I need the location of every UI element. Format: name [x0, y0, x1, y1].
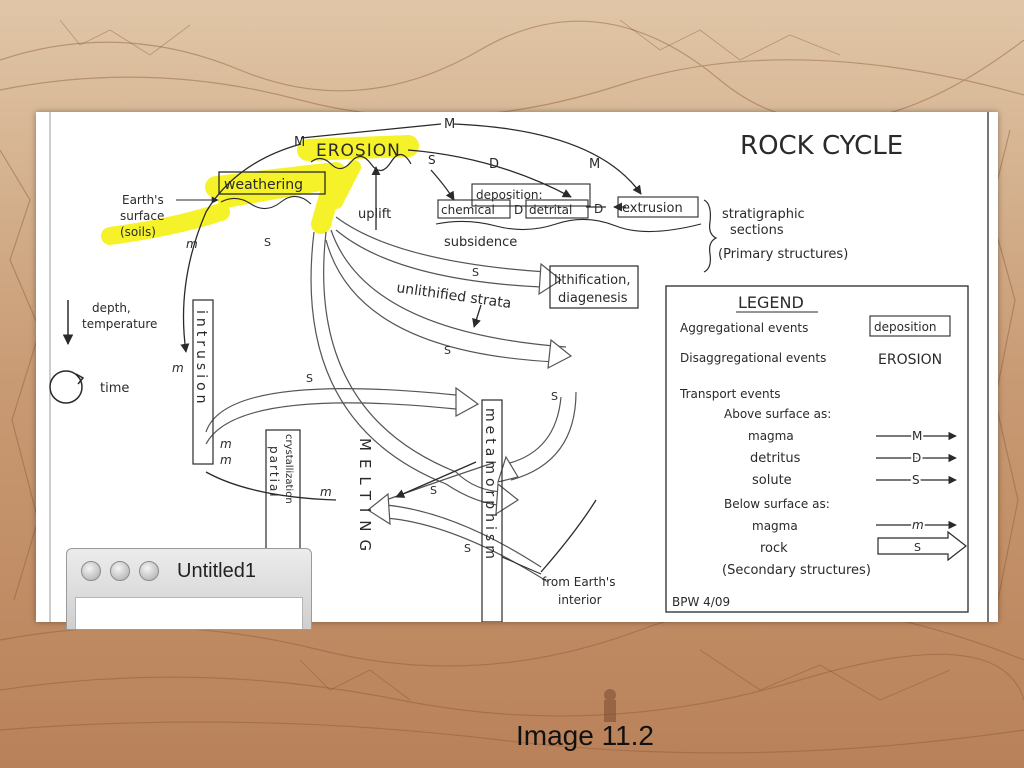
cycle-paths	[180, 123, 642, 573]
minimize-window-icon[interactable]	[110, 561, 130, 581]
arrow-m-melting: m	[320, 485, 332, 499]
legend-box	[665, 285, 969, 613]
rock-cycle-diagram: ROCK CYCLE EROSION weathering Earth's su…	[36, 112, 998, 622]
arrow-m-lower-left: m	[186, 237, 198, 251]
arrow-m-crystal-2: m	[220, 453, 232, 467]
legend-erosion: EROSION	[878, 352, 942, 368]
legend-magma-letter: M	[912, 429, 922, 443]
arrow-d-chemical: D	[514, 203, 523, 217]
arrow-s-4: S	[306, 372, 313, 385]
untitled-window[interactable]: Untitled1	[66, 548, 312, 630]
arrow-d-top: D	[489, 157, 499, 172]
time-cycle-arrowhead	[75, 373, 85, 385]
depth-label-1: depth,	[92, 301, 131, 315]
image-caption: Image 11.2	[515, 720, 655, 751]
legend-detritus-letter: D	[912, 451, 921, 465]
uplift-label: uplift	[358, 207, 391, 222]
arrow-s-1: S	[264, 236, 271, 249]
erosion-label: EROSION	[316, 141, 401, 161]
arrow-s-7: S	[551, 390, 558, 403]
unlithified-label: unlithified strata	[395, 280, 512, 312]
arrow-s-2: S	[472, 266, 479, 279]
legend-title: LEGEND	[738, 293, 804, 312]
arrow-m-top: M	[444, 117, 455, 132]
weathering-wavy-line	[220, 195, 312, 210]
earths-surface-label-3: (soils)	[120, 225, 156, 239]
arrow-s-top: S	[428, 153, 436, 167]
depth-label-2: temperature	[82, 317, 157, 331]
legend-magma: magma	[748, 429, 794, 443]
legend-below: Below surface as:	[724, 497, 830, 511]
arrow-s-6: S	[464, 542, 471, 555]
surface-wavy-line	[435, 218, 702, 233]
extrusion-label: extrusion	[622, 201, 683, 216]
legend-magma-below: magma	[752, 519, 798, 533]
arrow-m-intrusion: m	[172, 361, 184, 375]
partial-crystallization-box	[265, 429, 301, 622]
legend-solute: solute	[752, 473, 792, 488]
legend-deposition-box	[869, 315, 951, 337]
chemical-label: chemical	[441, 203, 495, 217]
intrusion-label: intrusion	[193, 310, 209, 408]
arrow-s-5: S	[430, 484, 437, 497]
arrow-s-3: S	[444, 344, 451, 357]
legend-secondary: (Secondary structures)	[722, 563, 871, 578]
deposition-box	[471, 183, 591, 207]
melting-label: MELTING	[356, 438, 374, 559]
zoom-window-icon[interactable]	[139, 561, 159, 581]
legend-deposition: deposition	[874, 320, 937, 334]
interior-label-2: interior	[558, 593, 602, 607]
metamorphism-box	[481, 399, 503, 622]
rock-transport-arrows	[205, 216, 577, 583]
interior-label-1: from Earth's	[542, 575, 615, 589]
stratigraphic-label-3: (Primary structures)	[718, 247, 848, 262]
arrow-m-left: M	[294, 135, 305, 150]
extrusion-box	[617, 196, 699, 218]
interior-pointer	[501, 556, 542, 575]
legend-above: Above surface as:	[724, 407, 831, 421]
legend-disaggregational: Disaggregational events	[680, 351, 826, 365]
close-window-icon[interactable]	[81, 561, 101, 581]
deposition-label: deposition:	[476, 188, 543, 202]
subsidence-label: subsidence	[444, 235, 517, 250]
window-title: Untitled1	[177, 559, 256, 582]
arrow-m-crystal-1: m	[220, 437, 232, 451]
weathering-label: weathering	[224, 177, 303, 193]
erosion-wavy-line	[310, 153, 412, 172]
arrow-d-extrusion: D	[594, 202, 603, 216]
legend-magma-below-letter: m	[912, 518, 924, 532]
metamorphism-label: metamorphism	[482, 408, 498, 563]
legend-rock-letter: S	[914, 541, 921, 554]
time-label: time	[100, 381, 129, 396]
earths-surface-label-2: surface	[120, 209, 164, 223]
weathering-box	[218, 171, 326, 195]
window-content[interactable]	[75, 597, 303, 629]
legend-aggregational: Aggregational events	[680, 321, 808, 335]
arrow-m-right: M	[589, 157, 600, 172]
legend-rock-arrow	[877, 530, 967, 562]
earths-surface-label-1: Earth's	[122, 193, 164, 207]
legend-transport: Transport events	[679, 387, 781, 401]
legend-detritus: detritus	[750, 451, 801, 466]
window-titlebar[interactable]: Untitled1	[67, 549, 311, 593]
signature: BPW 4/09	[672, 595, 730, 609]
lithification-label-2: diagenesis	[558, 291, 628, 306]
lithification-box	[549, 265, 639, 309]
detrital-box	[525, 199, 589, 219]
stratigraphic-label-1: stratigraphic	[722, 207, 805, 222]
diagram-title: ROCK CYCLE	[740, 131, 903, 161]
partial-label: partial	[267, 446, 281, 499]
time-cycle-icon	[49, 370, 83, 404]
legend-solute-letter: S	[912, 473, 920, 487]
chemical-box	[437, 199, 511, 219]
intrusion-box	[192, 299, 214, 465]
crystallization-label: crystallization	[283, 434, 294, 504]
stratigraphic-label-2: sections	[730, 223, 784, 238]
stratigraphic-brace	[703, 199, 718, 273]
legend-rock: rock	[760, 541, 788, 556]
detrital-label: detrital	[529, 203, 572, 217]
lithification-label-1: lithification,	[554, 273, 631, 288]
